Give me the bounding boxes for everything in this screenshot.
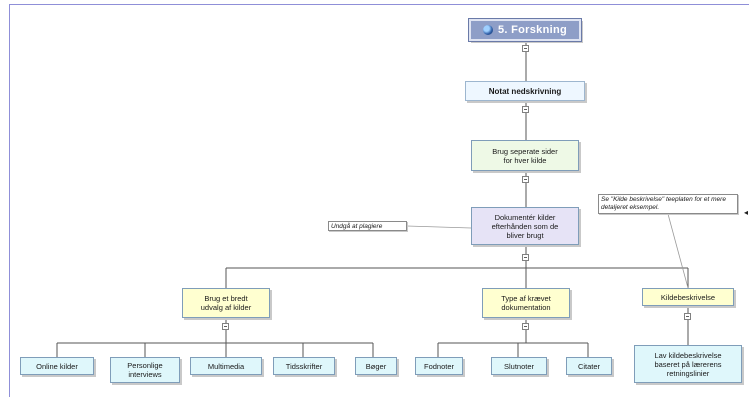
note-link-undga bbox=[406, 225, 472, 229]
node-personlige-interviews[interactable]: Personlige interviews bbox=[110, 357, 180, 383]
canvas-border-top bbox=[9, 4, 749, 5]
mouse-pointer-icon: ◂ bbox=[744, 208, 749, 217]
node-tidsskrifter[interactable]: Tidsskrifter bbox=[273, 357, 335, 375]
node-notat-nedskrivning[interactable]: Notat nedskrivning bbox=[465, 81, 585, 101]
root-node[interactable]: 5. Forskning bbox=[468, 18, 582, 42]
node-kildebeskrivelse[interactable]: Kildebeskrivelse bbox=[642, 288, 734, 306]
collapse-toggle-brug-seperate[interactable] bbox=[522, 176, 529, 183]
collapse-toggle-notat[interactable] bbox=[522, 106, 529, 113]
node-brug-seperate-sider[interactable]: Brug seperate sider for hver kilde bbox=[471, 140, 579, 171]
note-undga-at-plagiere[interactable]: Undgå at plagiere bbox=[328, 221, 407, 231]
node-dokumenter-kilder[interactable]: Dokumentér kilder efterhånden som de bli… bbox=[471, 207, 579, 245]
collapse-toggle-dokumenter[interactable] bbox=[522, 254, 529, 261]
node-type-af-kraevet-dokumentation[interactable]: Type af krævet dokumentation bbox=[482, 288, 570, 318]
node-citater[interactable]: Citater bbox=[566, 357, 612, 375]
node-online-kilder[interactable]: Online kilder bbox=[20, 357, 94, 375]
node-brug-et-bredt-udvalg[interactable]: Brug et bredt udvalg af kilder bbox=[182, 288, 270, 318]
node-lav-kildebeskrivelse[interactable]: Lav kildebeskrivelse baseret på lærerens… bbox=[634, 345, 742, 383]
node-multimedia[interactable]: Multimedia bbox=[190, 357, 262, 375]
node-fodnoter[interactable]: Fodnoter bbox=[415, 357, 463, 375]
note-se-kilde-beskrivelse[interactable]: Se "Kilde beskrivelse" teeplaten for et … bbox=[598, 194, 738, 214]
globe-icon bbox=[483, 25, 493, 35]
note-link-se-kilde bbox=[667, 213, 689, 289]
collapse-toggle-type-krav[interactable] bbox=[522, 323, 529, 330]
node-boger[interactable]: Bøger bbox=[355, 357, 397, 375]
node-slutnoter[interactable]: Slutnoter bbox=[491, 357, 547, 375]
canvas-border-left bbox=[9, 4, 10, 397]
collapse-toggle-brug-bredt[interactable] bbox=[222, 323, 229, 330]
collapse-toggle-kildebeskrivelse[interactable] bbox=[684, 313, 691, 320]
collapse-toggle-root[interactable] bbox=[522, 45, 529, 52]
